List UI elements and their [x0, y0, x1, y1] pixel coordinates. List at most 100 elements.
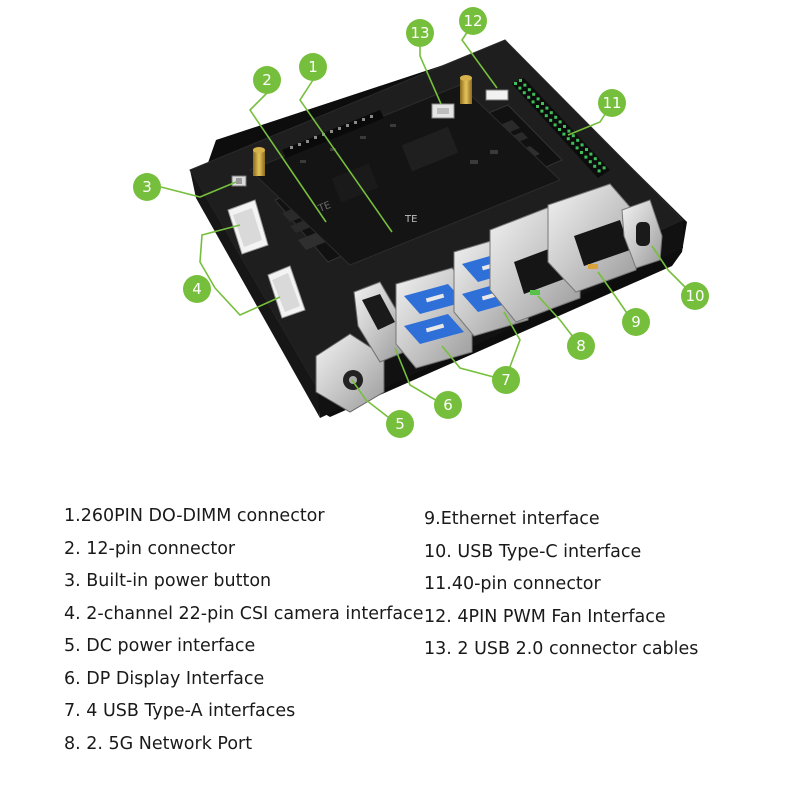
legend-item-8: 8. 2. 5G Network Port	[64, 733, 253, 754]
leader-1	[299, 79, 393, 233]
callout-6: 6	[434, 391, 462, 419]
gpio-pin	[602, 166, 606, 170]
antenna-connector-right	[460, 75, 472, 104]
legend-item-6: 6. DP Display Interface	[64, 668, 265, 689]
leader-6	[394, 347, 445, 406]
dc-jack	[315, 333, 385, 413]
callout-6-number: 6	[443, 396, 453, 414]
callout-10: 10	[681, 282, 709, 310]
gpio-pin	[558, 120, 562, 124]
gpio-pin	[562, 132, 566, 136]
callout-8: 8	[567, 332, 595, 360]
legend-item-12: 12. 4PIN PWM Fan Interface	[424, 606, 666, 627]
gpio-pin	[536, 97, 540, 101]
callout-8-number: 8	[576, 337, 586, 355]
gpio-pin	[541, 102, 544, 105]
gpio-pin	[549, 118, 553, 122]
callout-5-number: 5	[395, 415, 405, 433]
callout-4-number: 4	[192, 280, 202, 298]
gpio-pin	[589, 152, 593, 156]
gpio-pin	[519, 79, 522, 82]
csi-connector-1	[227, 199, 269, 255]
gpio-pin	[585, 148, 588, 151]
callout-2: 2	[253, 66, 281, 94]
csi-connector-2	[267, 265, 306, 319]
legend-item-11: 11.40-pin connector	[424, 574, 601, 594]
callout-11-number: 11	[602, 94, 621, 112]
legend-item-1: 1.260PIN DO-DIMM connector	[64, 506, 325, 526]
power-button	[231, 175, 247, 187]
callout-11: 11	[598, 89, 626, 117]
gpio-pin	[553, 123, 557, 127]
legend-left-column: 1.260PIN DO-DIMM connector 2. 12-pin con…	[64, 502, 423, 762]
gpio-pin	[567, 129, 571, 133]
gpio-pin	[576, 138, 580, 142]
legend-item-9: 9.Ethernet interface	[424, 509, 600, 529]
gpio-pin	[554, 115, 558, 119]
usb2-header	[431, 103, 455, 119]
antenna-connector-left	[253, 147, 265, 176]
gpio-pin	[571, 134, 575, 138]
gpio-pin	[580, 151, 583, 154]
compute-module: TE TE	[249, 84, 561, 266]
gpio-pin	[549, 111, 553, 115]
gpio-pin	[527, 95, 531, 99]
legend-item-4: 4. 2-channel 22-pin CSI camera interface	[64, 603, 424, 624]
gpio-header-40	[512, 78, 610, 178]
gpio-pin	[575, 146, 579, 150]
callout-3: 3	[133, 173, 161, 201]
gpio-pin	[598, 161, 602, 165]
callout-13-number: 13	[410, 24, 429, 42]
legend-right-column: 9.Ethernet interface 10. USB Type-C inte…	[424, 505, 698, 668]
legend-item-7: 7. 4 USB Type-A interfaces	[64, 701, 296, 721]
legend-item-13: 13. 2 USB 2.0 connector cables	[424, 639, 699, 659]
callout-10-number: 10	[685, 287, 704, 305]
gpio-pin	[523, 83, 527, 87]
gpio-pin	[588, 160, 592, 164]
callout-9: 9	[622, 308, 650, 336]
callout-4: 4	[183, 275, 211, 303]
gpio-pin	[531, 100, 535, 104]
callout-12-number: 12	[463, 12, 482, 30]
callout-1: 1	[299, 53, 327, 81]
gpio-pin	[532, 92, 536, 96]
legend-item-2: 2. 12-pin connector	[64, 538, 236, 559]
leader-2	[248, 92, 327, 223]
gpio-pin	[558, 128, 561, 131]
callout-7-number: 7	[501, 371, 511, 389]
fan-header	[485, 89, 509, 101]
leader-4b	[214, 287, 281, 316]
callout-2-number: 2	[262, 71, 272, 89]
gpio-pin	[540, 109, 544, 113]
gpio-pin	[514, 82, 517, 85]
callout-9-number: 9	[631, 313, 641, 331]
leader-4a	[199, 224, 241, 289]
leader-7a	[441, 345, 506, 381]
leader-3	[160, 181, 237, 198]
gpio-pin	[593, 157, 597, 161]
gpio-pin	[584, 155, 588, 159]
callout-3-number: 3	[142, 178, 152, 196]
usb-a-stack-left	[395, 267, 473, 369]
usb-c-port	[621, 199, 663, 269]
legend-item-3: 3. Built-in power button	[64, 571, 272, 591]
board-diagram: TE TE	[133, 7, 709, 438]
dp-port	[353, 281, 405, 363]
gpio-pin	[566, 137, 570, 141]
gpio-pin	[571, 141, 575, 145]
callout-12: 12	[459, 7, 487, 35]
gpio-pin	[518, 86, 522, 90]
gpio-pin	[597, 169, 601, 173]
legend-item-10: 10. USB Type-C interface	[424, 541, 642, 562]
callout-13: 13	[406, 19, 434, 47]
callout-5: 5	[386, 410, 414, 438]
gpio-pin	[522, 91, 526, 95]
gpio-pin	[545, 106, 549, 110]
legend-item-5: 5. DC power interface	[64, 636, 256, 656]
module-brand-label: TE	[404, 214, 417, 225]
gpio-pin	[580, 143, 584, 147]
callout-markers: 1 2 3 4 5 6 7 8 9 10 11 12 13	[133, 7, 709, 438]
module-brand-label-left: TE	[316, 200, 333, 215]
leader-5	[351, 379, 398, 425]
gpio-pin	[536, 105, 539, 108]
